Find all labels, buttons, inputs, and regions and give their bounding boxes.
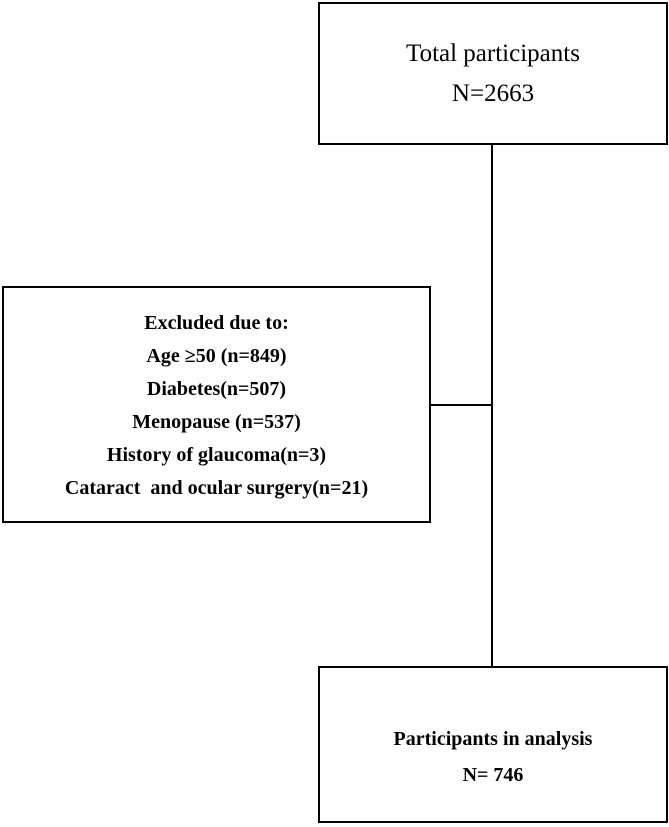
excluded-item-menopause: Menopause (n=537) (132, 410, 301, 433)
total-participants-box: Total participants N=2663 (318, 2, 668, 145)
excluded-box: Excluded due to: Age ≥50 (n=849) Diabete… (2, 286, 431, 523)
excluded-item-glaucoma: History of glaucoma(n=3) (106, 443, 327, 466)
excluded-item-age: Age ≥50 (n=849) (146, 344, 287, 367)
excluded-heading: Excluded due to: (144, 311, 289, 334)
analysis-count: N= 746 (462, 764, 524, 786)
total-participants-title: Total participants (406, 39, 580, 67)
total-participants-count: N=2663 (451, 79, 535, 107)
analysis-title: Participants in analysis (393, 728, 593, 750)
excluded-item-cataract: Cataract and ocular surgery(n=21) (64, 476, 369, 499)
excluded-item-diabetes: Diabetes(n=507) (146, 377, 287, 400)
participants-in-analysis-box: Participants in analysis N= 746 (318, 666, 668, 823)
